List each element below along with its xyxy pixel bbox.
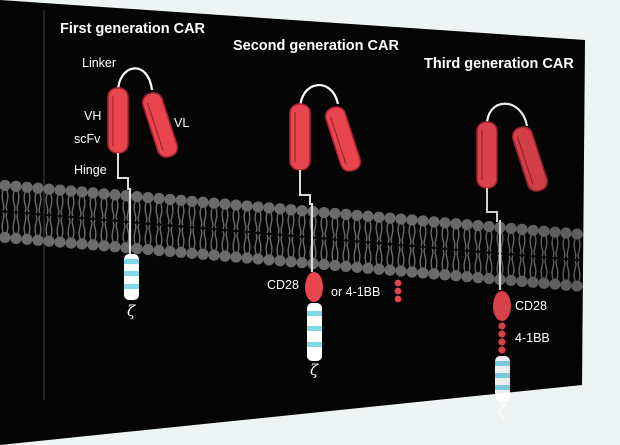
hinge — [299, 170, 311, 205]
hinge-label: Hinge — [74, 163, 107, 177]
second-generation-car — [289, 84, 402, 361]
cd28-label-third: CD28 — [515, 299, 547, 313]
vh-domain — [476, 121, 498, 189]
or-41bb-label: or 4-1BB — [331, 285, 381, 299]
cd28-domain — [493, 291, 511, 321]
zeta-label-third: ζ — [498, 402, 507, 420]
cd28-label-second: CD28 — [267, 278, 299, 292]
4-1bb-domain — [394, 279, 402, 303]
vh-domain — [107, 87, 129, 154]
second-generation-title: Second generation CAR — [233, 38, 399, 54]
zeta-label-second: ζ — [310, 361, 319, 379]
linker — [116, 67, 154, 93]
vl-domain — [324, 106, 362, 172]
vl-domain — [141, 92, 179, 158]
vh-label: VH — [84, 109, 102, 123]
zeta-label-first: ζ — [127, 302, 136, 320]
first-generation-title: First generation CAR — [60, 21, 206, 37]
first-generation-car — [107, 67, 179, 300]
vh-domain — [289, 103, 311, 171]
hinge — [117, 153, 129, 190]
vl-label: VL — [174, 116, 190, 130]
third-generation-title: Third generation CAR — [424, 56, 574, 72]
linker-label: Linker — [82, 56, 117, 70]
41bb-label-third: 4-1BB — [515, 331, 550, 345]
linker — [298, 84, 340, 111]
scfv-label: scFv — [74, 132, 101, 146]
cd28-domain — [305, 272, 323, 302]
